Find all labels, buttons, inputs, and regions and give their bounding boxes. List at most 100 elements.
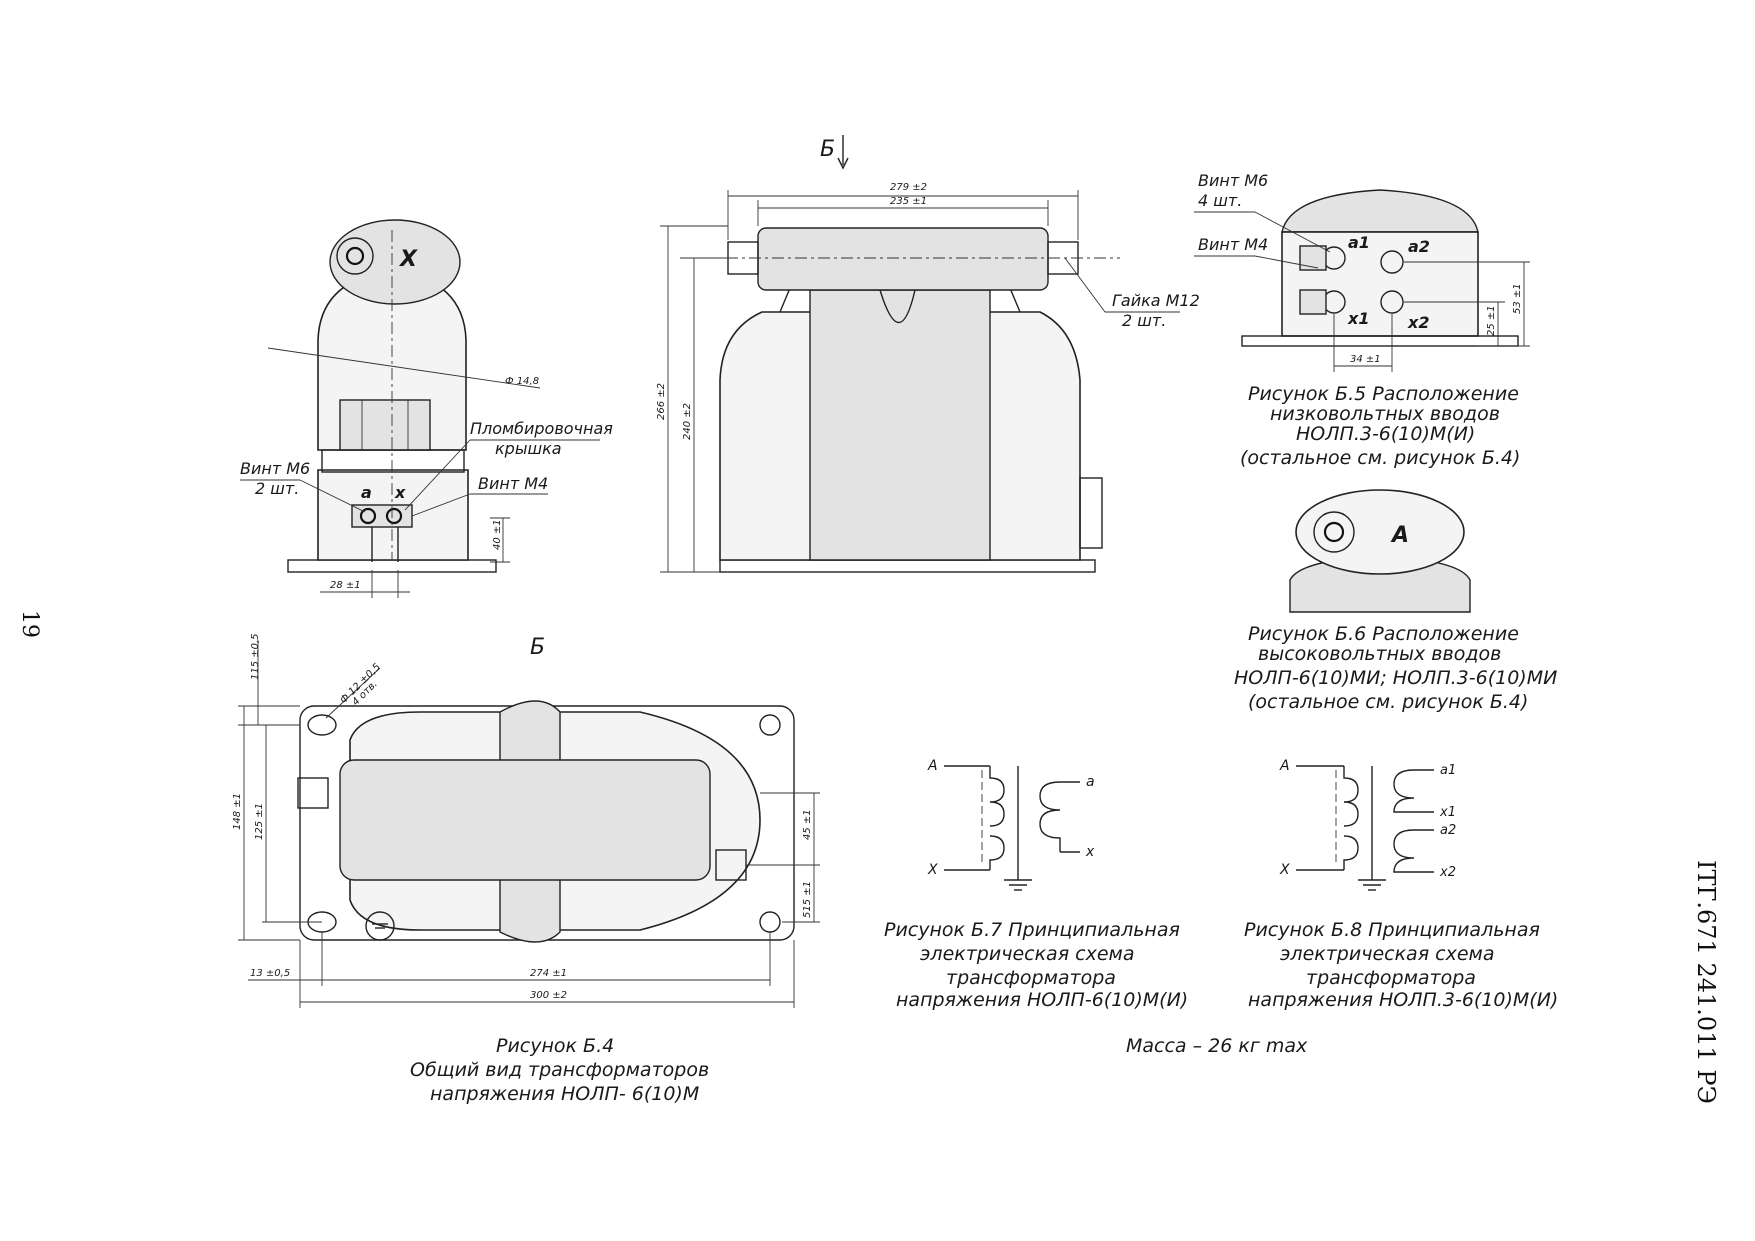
cover-label-2: крышка <box>495 439 562 458</box>
side-view-hv-terminal <box>336 237 374 275</box>
b6-terminal: А <box>1390 523 1409 548</box>
plan-hole-tr <box>759 714 781 736</box>
b8-primary-winding <box>1343 766 1359 870</box>
screw-m6-label: Винт М6 <box>240 459 310 478</box>
b8-caption-2: электрическая схема <box>1280 943 1495 965</box>
front-view-base-plate <box>719 559 1096 573</box>
b8-secondary-x1: х1 <box>1439 805 1456 820</box>
b8-caption-1: Рисунок Б.8 Принципиальная <box>1244 919 1540 941</box>
plan-dim-300: 300 ±2 <box>530 990 567 1001</box>
b7-secondary-x: х <box>1085 844 1095 860</box>
b4-caption-1: Рисунок Б.4 <box>496 1035 614 1057</box>
b6-caption-1: Рисунок Б.6 Расположение <box>1248 623 1519 645</box>
b7-secondary-winding <box>1039 781 1061 852</box>
b5-term-x2: х2 <box>1407 313 1429 332</box>
b5-screw-m6-qty: 4 шт. <box>1198 191 1242 210</box>
nut-qty: 2 шт. <box>1122 311 1166 330</box>
front-view-cylinder <box>757 227 1049 291</box>
plan-cylinder <box>339 759 711 881</box>
b6-caption-4: (остальное см. рисунок Б.4) <box>1248 691 1528 713</box>
b5-term-a2: а2 <box>1408 237 1430 256</box>
plan-view: Б 115 ±0,5 148 ±1 125 ±1 45 ±1 515 ±1 <box>232 633 820 1105</box>
b5-screw-m6: Винт М6 <box>1198 171 1268 190</box>
b5-caption-2: низковольтных вводов <box>1270 403 1500 425</box>
b7-caption-2: электрическая схема <box>920 943 1135 965</box>
b8-secondary-x2: х2 <box>1439 865 1456 880</box>
b8-primary-x: Х <box>1279 862 1290 878</box>
plan-dim-274: 274 ±1 <box>530 968 567 979</box>
cover-label: Пломбировочная <box>470 419 613 438</box>
dim-top-outer: 279 ±2 <box>890 182 927 193</box>
front-view-rib <box>879 289 916 323</box>
b7-caption-1: Рисунок Б.7 Принципиальная <box>884 919 1180 941</box>
side-view-bushing <box>329 219 461 305</box>
b4-caption-2: Общий вид трансформаторов <box>410 1059 709 1081</box>
fig-b6: А Рисунок Б.6 Расположение высоковольтны… <box>1234 489 1557 713</box>
b7-primary-x: Х <box>927 862 938 878</box>
dim-width: 28 ±1 <box>330 580 361 591</box>
b5-caption-1: Рисунок Б.5 Расположение <box>1248 383 1519 405</box>
front-view-side-box <box>1079 477 1103 549</box>
side-view-terminal-x: Х <box>398 247 418 272</box>
b8-secondary-a1: а1 <box>1440 763 1456 778</box>
dim-height-outer: 266 ±2 <box>656 383 667 420</box>
plan-hole-br <box>759 911 781 933</box>
b5-caption-4: (остальное см. рисунок Б.4) <box>1240 447 1520 469</box>
plan-dim-148: 148 ±1 <box>232 793 243 830</box>
b7-primary-winding <box>989 766 1005 870</box>
b8-secondary-winding-2 <box>1393 829 1415 873</box>
screw-m4-label: Винт М4 <box>478 474 548 493</box>
b7-caption-3: трансформатора <box>946 967 1116 989</box>
fig-b5: а1 а2 х1 х2 Винт М6 4 шт. Винт М4 53 ±1 … <box>1194 171 1530 469</box>
side-view-nut-block <box>339 399 431 451</box>
b5-term-x1: х1 <box>1347 309 1369 328</box>
b7-caption-4: напряжения НОЛП-6(10)М(И) <box>896 989 1188 1011</box>
b8-secondary-winding-1 <box>1393 769 1415 813</box>
plan-dim-125: 125 ±1 <box>254 803 265 840</box>
front-view: Б 279 ±2 235 ±1 266 ±2 240 ±2 Гайка М12 … <box>656 135 1200 573</box>
b8-caption-3: трансформатора <box>1306 967 1476 989</box>
diameter-leader <box>267 347 541 389</box>
dim-height: 40 ±1 <box>492 519 503 550</box>
b5-dim-53: 53 ±1 <box>1512 283 1523 314</box>
b4-caption-3: напряжения НОЛП- 6(10)М <box>430 1083 699 1105</box>
b5-base-plate <box>1241 335 1519 347</box>
b7-secondary-a: а <box>1086 774 1095 790</box>
plan-dim-115: 115 ±0,5 <box>250 633 261 680</box>
b6-caption-2: высоковольтных вводов <box>1258 643 1501 665</box>
front-view-core <box>809 289 991 561</box>
b5-dim-34: 34 ±1 <box>1350 354 1381 365</box>
fig-b8: А Х а1 х1 а2 х2 Рисунок Б.8 Принципиальн… <box>1244 758 1558 1011</box>
side-view-term-a: а <box>361 483 372 502</box>
mass-note: Масса – 26 кг max <box>1126 1035 1308 1057</box>
plan-dim-13: 13 ±0,5 <box>250 968 290 979</box>
dim-height-inner: 240 ±2 <box>682 403 693 440</box>
side-view-base-plate <box>287 559 497 573</box>
b6-bushing <box>1295 489 1465 575</box>
side-view-term-x: х <box>394 483 406 502</box>
plan-ground-icon <box>365 911 395 941</box>
b5-dim-25: 25 ±1 <box>1486 305 1497 336</box>
side-view-flange <box>321 449 465 473</box>
plan-dim-515: 515 ±1 <box>802 881 813 918</box>
b5-term-a1: а1 <box>1348 233 1370 252</box>
b5-dome <box>1281 189 1479 233</box>
fig-b7: А Х а х Рисунок Б.7 Принципиальная элект… <box>884 758 1188 1011</box>
view-arrow-label: Б <box>820 137 835 162</box>
plan-view-label: Б <box>530 635 545 660</box>
b6-caption-3: НОЛП-6(10)МИ; НОЛП.3-6(10)МИ <box>1234 667 1557 689</box>
b7-primary-a: А <box>927 758 938 774</box>
b5-caption-3: НОЛП.3-6(10)М(И) <box>1296 423 1475 445</box>
plan-nut-left <box>297 777 329 809</box>
dim-diameter: Ф 14,8 <box>505 376 539 387</box>
plan-dim-45: 45 ±1 <box>802 809 813 840</box>
b8-primary-a: А <box>1279 758 1290 774</box>
b8-caption-4: напряжения НОЛП.3-6(10)М(И) <box>1248 989 1558 1011</box>
screw-m6-qty: 2 шт. <box>255 479 299 498</box>
dim-top-inner: 235 ±1 <box>890 196 927 207</box>
plan-hole-tl <box>307 714 337 736</box>
side-view: Х а х Ф 14,8 Пломбировочная крышка Винт … <box>240 219 613 598</box>
nut-label: Гайка М12 <box>1112 291 1200 310</box>
b8-secondary-a2: а2 <box>1440 823 1456 838</box>
